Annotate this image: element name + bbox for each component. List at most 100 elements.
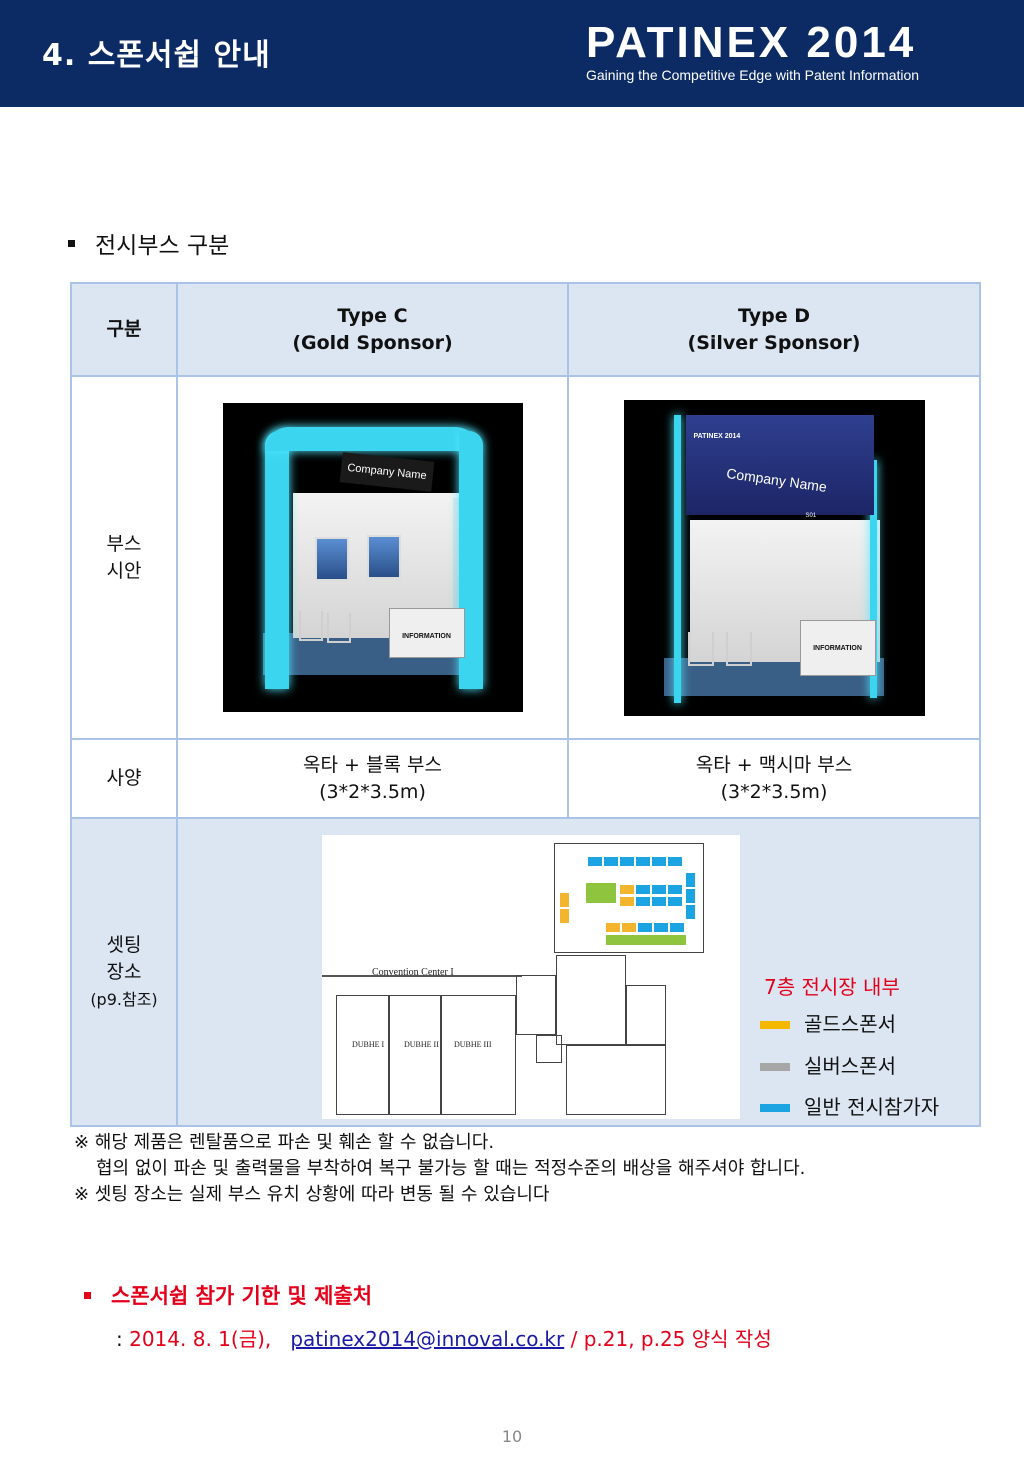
type-c-name: Type C [337, 304, 408, 327]
booth-d-banner: PATINEX 2014 Company Name S01 [685, 414, 874, 519]
label-line: 장소 [106, 960, 142, 983]
logo-wordmark: PATINEX 2014 [586, 18, 917, 67]
deadline-prefix: : [116, 1327, 130, 1351]
exhibition-hall-outline [554, 843, 704, 953]
booth-marker [652, 885, 666, 894]
booth-c-desk: INFORMATION [388, 608, 465, 658]
booth-marker [636, 897, 650, 906]
note-line: ※ 해당 제품은 렌탈품으로 파손 및 훼손 할 수 없습니다. [74, 1132, 495, 1153]
booth-marker [560, 909, 569, 923]
map-room-label: DUBHE II [404, 1040, 439, 1049]
deadline-heading-text: 스폰서쉽 참가 기한 및 제출처 [111, 1284, 373, 1308]
label-line: 부스 [106, 532, 142, 555]
booth-frame-top [264, 427, 479, 451]
booth-marker [620, 885, 634, 894]
booth-marker [588, 857, 602, 866]
page-number: 10 [501, 1427, 523, 1446]
banner-brand: PATINEX 2014 [693, 432, 741, 440]
map-hall-label: Convention Center I [372, 967, 454, 978]
booth-marker [652, 857, 666, 866]
legend-label: 실버스폰서 [804, 1054, 896, 1078]
booth-marker [686, 873, 695, 887]
booth-marker [606, 935, 686, 945]
deadline-details: : 2014. 8. 1(금), patinex2014@innoval.co.… [116, 1323, 772, 1352]
legend-title: 7층 전시장 내부 [764, 975, 900, 999]
table-header-row: 구분 Type C (Gold Sponsor) Type D (Silver … [70, 282, 981, 377]
booth-marker [620, 857, 634, 866]
booth-marker [654, 923, 668, 932]
booth-marker [668, 885, 682, 894]
legend-swatch [760, 1103, 790, 1112]
type-d-tier: (Silver Sponsor) [687, 331, 861, 354]
label-line: 시안 [106, 559, 142, 582]
booth-poster [314, 537, 349, 581]
floor-map: Convention Center I DUBHE I DUBHE II DUB… [322, 835, 740, 1119]
header-band: 4. 스폰서쉽 안내 PATINEX 2014 Gaining the Comp… [0, 0, 1024, 107]
legend-swatch [760, 1062, 790, 1071]
table-row-spec: 사양 옥타 + 블록 부스 (3*2*3.5m) 옥타 + 맥시마 부스 (3*… [70, 738, 981, 819]
legend-item-silver: 실버스폰서 [760, 1053, 896, 1080]
booth-marker [686, 905, 695, 919]
notes-block: ※ 해당 제품은 렌탈품으로 파손 및 훼손 할 수 없습니다. 협의 없이 파… [74, 1130, 805, 1208]
section-heading-booth-types: 전시부스 구분 [68, 226, 229, 260]
booth-c-sign: Company Name [339, 452, 434, 492]
booth-marker [638, 923, 652, 932]
booth-d-number: S01 [805, 512, 817, 519]
submission-email-link[interactable]: patinex2014@innoval.co.kr [290, 1327, 565, 1351]
map-room-outline [336, 995, 516, 1115]
legend-item-gold: 골드스폰서 [760, 1011, 896, 1038]
section-heading-text: 전시부스 구분 [95, 233, 230, 259]
table-row-design: 부스 시안 Company Name INFORMATION [70, 375, 981, 740]
spec-size: (3*2*3.5m) [720, 780, 828, 803]
type-d-name: Type D [738, 304, 810, 327]
row-label-location: 셋팅 장소 (p9.참조) [70, 817, 178, 1127]
booth-chair [298, 611, 323, 641]
table-row-location: 셋팅 장소 (p9.참조) [70, 817, 981, 1127]
booth-frame-left [673, 414, 681, 703]
row-label-design: 부스 시안 [70, 375, 178, 740]
booth-marker [668, 897, 682, 906]
booth-d-illustration: PATINEX 2014 Company Name S01 INFORMATIO… [623, 399, 925, 716]
desk-label: INFORMATION [813, 644, 862, 652]
booth-marker [620, 897, 634, 906]
header-type-c: Type C (Gold Sponsor) [176, 282, 569, 377]
header-type-d: Type D (Silver Sponsor) [567, 282, 981, 377]
legend-label: 일반 전시참가자 [804, 1095, 940, 1119]
booth-poster [366, 535, 401, 579]
booth-d-desk: INFORMATION [799, 619, 876, 676]
floor-map-cell: Convention Center I DUBHE I DUBHE II DUB… [176, 817, 981, 1127]
spec-line: 옥타 + 블록 부스 [303, 753, 442, 776]
bullet-square-icon [68, 239, 75, 247]
page-title: 4. 스폰서쉽 안내 [42, 38, 271, 73]
booth-d-cell: PATINEX 2014 Company Name S01 INFORMATIO… [567, 375, 981, 740]
spec-size: (3*2*3.5m) [319, 780, 426, 803]
legend-item-general: 일반 전시참가자 [760, 1094, 939, 1121]
row-label-spec: 사양 [70, 738, 178, 819]
map-room-outline [556, 955, 626, 1045]
booth-marker [668, 857, 682, 866]
booth-chair [725, 631, 752, 666]
legend-swatch [760, 1020, 790, 1029]
map-room-outline [566, 1045, 666, 1115]
map-room-outline [516, 975, 556, 1035]
map-stairs [536, 1035, 562, 1063]
booth-marker [586, 883, 616, 903]
type-c-tier: (Gold Sponsor) [292, 331, 453, 354]
booth-marker [670, 923, 684, 932]
map-divider [440, 995, 442, 1115]
note-line: 협의 없이 파손 및 출력물을 부착하여 복구 불가능 할 때는 적정수준의 배… [96, 1158, 806, 1179]
map-divider [388, 995, 390, 1115]
booth-marker [636, 885, 650, 894]
map-room-outline [626, 985, 666, 1045]
booth-marker [636, 857, 650, 866]
map-wall [322, 975, 522, 977]
deadline-forms-note: / p.21, p.25 양식 작성 [570, 1327, 772, 1351]
spec-type-c: 옥타 + 블록 부스 (3*2*3.5m) [176, 738, 569, 819]
booth-marker [604, 857, 618, 866]
map-room-label: DUBHE I [352, 1040, 385, 1049]
booth-marker [686, 889, 695, 903]
booth-c-cell: Company Name INFORMATION [176, 375, 569, 740]
header-category: 구분 [70, 282, 178, 377]
booth-marker [652, 897, 666, 906]
booth-marker [622, 923, 636, 932]
